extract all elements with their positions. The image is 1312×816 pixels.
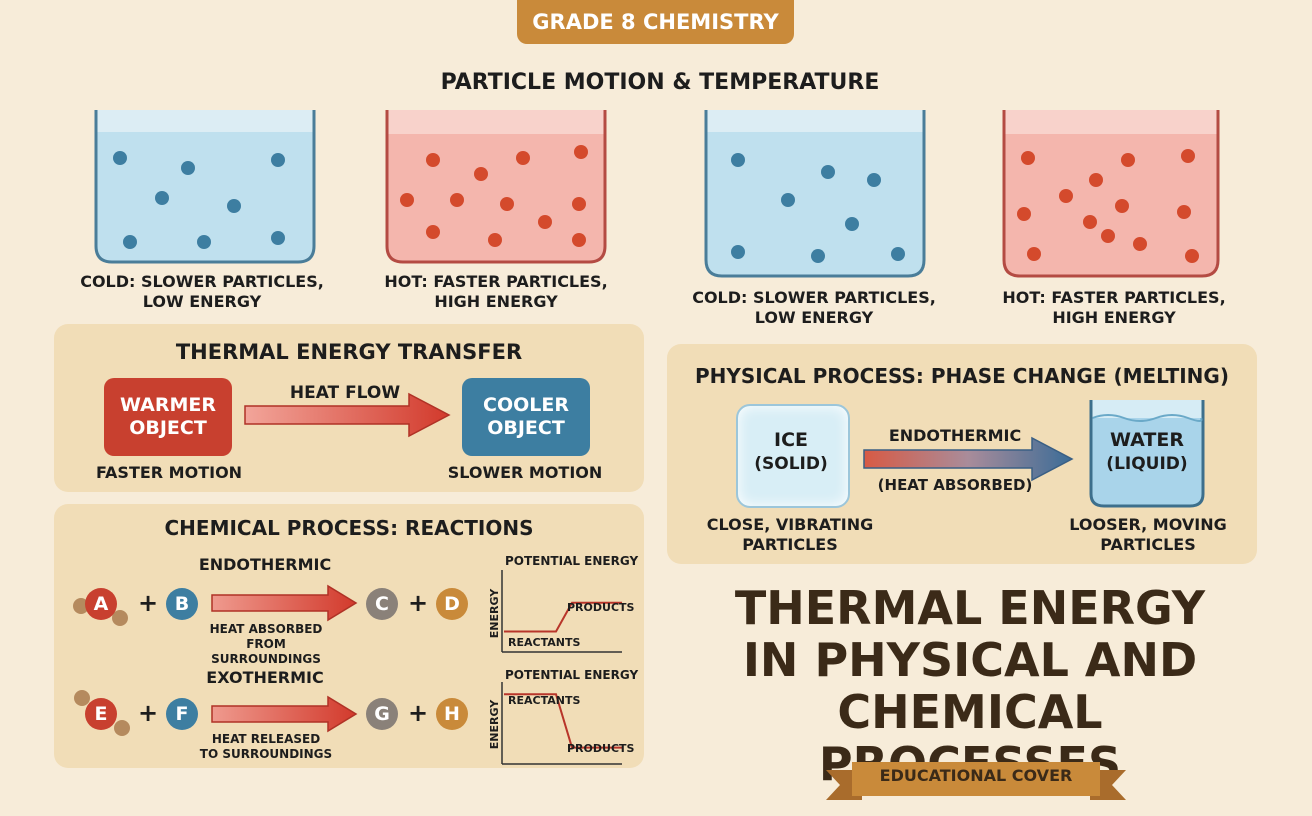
ice-caption-line2: PARTICLES	[742, 535, 838, 554]
water-line2: (LIQUID)	[1106, 454, 1188, 474]
exo-products-label: PRODUCTS	[567, 742, 635, 755]
endo-products-label: PRODUCTS	[567, 601, 635, 614]
grade-badge: GRADE 8 CHEMISTRY	[517, 0, 794, 44]
plus-sign-4: +	[408, 699, 429, 727]
beaker-1-caption: COLD: SLOWER PARTICLES, LOW ENERGY	[62, 272, 342, 312]
beaker-4-caption-line1: HOT: FASTER PARTICLES,	[1002, 288, 1226, 307]
ribbon-label: EDUCATIONAL COVER	[879, 766, 1073, 785]
molecule-h: H	[436, 698, 468, 730]
main-title-line1: THERMAL ENERGY	[734, 581, 1206, 635]
molecule-f: F	[166, 698, 198, 730]
beaker-1	[94, 110, 316, 264]
exo-energy-graph	[501, 682, 622, 765]
beaker-4-caption-line2: HIGH ENERGY	[1052, 308, 1176, 327]
atom-e-dot2	[114, 720, 130, 736]
water-label: WATER (LIQUID)	[1088, 428, 1206, 476]
endo-arrow	[211, 584, 358, 622]
beaker-4-caption: HOT: FASTER PARTICLES, HIGH ENERGY	[974, 288, 1254, 328]
beaker-2-particles	[400, 145, 588, 247]
endo-reactants-label: REACTANTS	[508, 636, 581, 649]
endo-label: ENDOTHERMIC	[198, 555, 332, 574]
atom-a-dot2	[112, 610, 128, 626]
ribbon-banner	[826, 762, 1126, 800]
phase-arrow-top-label: ENDOTHERMIC	[888, 426, 1022, 445]
water-caption-line2: PARTICLES	[1100, 535, 1196, 554]
plus-sign-3: +	[138, 699, 159, 727]
exo-graph-title: POTENTIAL ENERGY	[505, 668, 639, 682]
grade-badge-label: GRADE 8 CHEMISTRY	[532, 10, 779, 34]
beaker-3-caption-line1: COLD: SLOWER PARTICLES,	[692, 288, 936, 307]
ice-caption-line1: CLOSE, VIBRATING	[706, 515, 874, 534]
exo-energy-line	[504, 693, 622, 749]
beaker-1-particles	[113, 151, 285, 249]
endo-note: HEAT ABSORBED FROM SURROUNDINGS	[196, 622, 336, 667]
exo-note-line2: TO SURROUNDINGS	[199, 747, 333, 761]
atom-e-dot1	[74, 690, 90, 706]
water-caption-line1: LOOSER, MOVING	[1069, 515, 1227, 534]
beaker-3	[704, 110, 926, 278]
exo-note-line1: HEAT RELEASED	[211, 732, 321, 746]
beaker-3-particles	[731, 153, 905, 263]
endo-energy-line	[504, 601, 622, 633]
plus-sign: +	[138, 589, 159, 617]
transfer-title: THERMAL ENERGY TRANSFER	[175, 340, 523, 364]
water-beaker	[1089, 400, 1205, 508]
beaker-2	[385, 110, 607, 264]
ice-caption: CLOSE, VIBRATING PARTICLES	[700, 515, 880, 555]
endothermic-arrow	[863, 436, 1074, 482]
reactions-panel	[54, 504, 644, 768]
beaker-3-caption: COLD: SLOWER PARTICLES, LOW ENERGY	[674, 288, 954, 328]
water-caption: LOOSER, MOVING PARTICLES	[1058, 515, 1238, 555]
molecule-c: C	[366, 588, 398, 620]
endo-note-line1: HEAT ABSORBED	[209, 622, 323, 636]
reactions-title: CHEMICAL PROCESS: REACTIONS	[164, 516, 534, 540]
ice-label: ICE (SOLID)	[736, 428, 846, 476]
ice-line2: (SOLID)	[754, 454, 828, 474]
phase-title: PHYSICAL PROCESS: PHASE CHANGE (MELTING)	[695, 364, 1229, 388]
main-title-line2: IN PHYSICAL AND	[742, 633, 1198, 687]
beaker-2-caption-line1: HOT: FASTER PARTICLES,	[384, 272, 608, 291]
molecule-g: G	[366, 698, 398, 730]
warmer-line1: WARMER	[120, 394, 216, 416]
exo-reactants-label: REACTANTS	[508, 694, 581, 707]
warmer-line2: OBJECT	[129, 417, 207, 439]
beaker-1-caption-line1: COLD: SLOWER PARTICLES,	[80, 272, 324, 291]
molecule-e: E	[85, 698, 117, 730]
ice-line1: ICE	[774, 429, 808, 451]
exo-arrow	[211, 695, 358, 733]
heat-flow-arrow	[244, 392, 451, 438]
heat-flow-label: HEAT FLOW	[289, 383, 401, 403]
cooler-line2: OBJECT	[487, 417, 565, 439]
beaker-2-caption-line2: HIGH ENERGY	[434, 292, 558, 311]
particle-motion-title: PARTICLE MOTION & TEMPERATURE	[440, 70, 880, 95]
beaker-4-particles	[1017, 149, 1199, 263]
water-line1: WATER	[1110, 429, 1184, 451]
endo-graph-title: POTENTIAL ENERGY	[505, 554, 639, 568]
endo-note-line2: FROM SURROUNDINGS	[211, 637, 321, 666]
cooler-line1: COOLER	[483, 394, 569, 416]
ice-cube	[736, 404, 850, 508]
exo-label: EXOTHERMIC	[206, 668, 324, 687]
beaker-3-caption-line2: LOW ENERGY	[754, 308, 874, 327]
molecule-d: D	[436, 588, 468, 620]
slower-motion-caption: SLOWER MOTION	[447, 463, 603, 482]
beaker-1-caption-line2: LOW ENERGY	[142, 292, 262, 311]
beaker-2-caption: HOT: FASTER PARTICLES, HIGH ENERGY	[356, 272, 636, 312]
plus-sign-2: +	[408, 589, 429, 617]
endo-graph-ylabel: ENERGY	[488, 588, 502, 639]
phase-arrow-bottom-label: (HEAT ABSORBED)	[877, 476, 1033, 494]
molecule-a: A	[85, 588, 117, 620]
exo-graph-ylabel: ENERGY	[488, 699, 502, 750]
beaker-4	[1002, 110, 1220, 278]
faster-motion-caption: FASTER MOTION	[95, 463, 243, 482]
molecule-b: B	[166, 588, 198, 620]
endo-energy-graph	[501, 570, 622, 653]
exo-note: HEAT RELEASED TO SURROUNDINGS	[196, 732, 336, 762]
main-title: THERMAL ENERGY IN PHYSICAL AND CHEMICAL …	[690, 582, 1250, 790]
